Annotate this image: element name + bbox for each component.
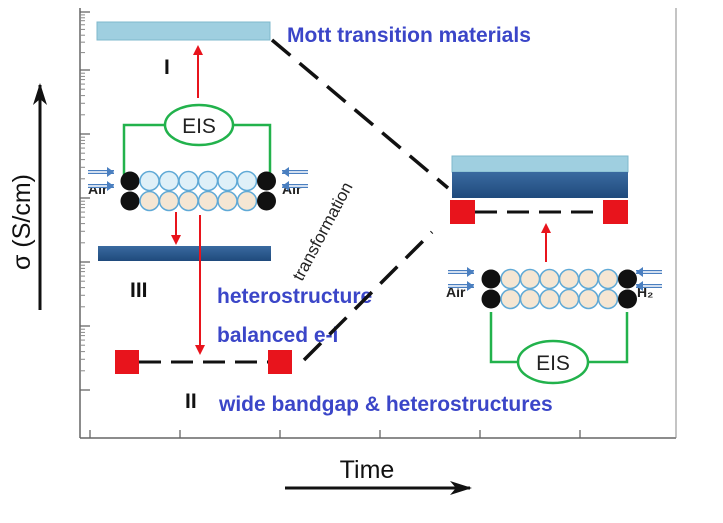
heterostructure-label: heterostructure (217, 285, 372, 308)
ion-circle (500, 268, 521, 290)
inflow-arrow-head (107, 181, 114, 191)
end-cap-right (257, 171, 276, 191)
ion-circle (597, 268, 619, 290)
left-cell-inflow-arrows-right (282, 167, 308, 191)
end-cap-left (120, 191, 140, 211)
x-axis-title: Time (340, 456, 395, 484)
plot-frame (79, 8, 677, 439)
y-axis-ticks (80, 11, 90, 391)
left-cell-inflow-arrows-left (88, 167, 114, 191)
ion-circle (158, 190, 180, 212)
left-eis-cell: EIS Air Air (88, 103, 308, 212)
right-cell-inflow-arrows-right (636, 267, 662, 291)
ion-circle (558, 268, 580, 290)
inflow-arrow-head (107, 167, 114, 177)
right-red-square (268, 350, 292, 374)
ion-circle (500, 288, 521, 310)
left-cell-gas-right: Air (282, 181, 302, 197)
right-electrolyte-layers (481, 268, 637, 310)
end-cap-right (618, 269, 637, 289)
inflow-arrow-head (636, 267, 643, 277)
right-light-bar (451, 155, 629, 173)
heterostructure-dark-bar (98, 246, 271, 261)
roman-numeral-2: II (185, 390, 197, 413)
inflow-arrow-head (282, 181, 289, 191)
ion-circle (578, 288, 599, 310)
inflow-arrow-head (636, 281, 643, 291)
ion-circle (178, 190, 199, 212)
end-cap-left (481, 269, 501, 289)
ion-circle (236, 170, 258, 192)
end-cap-left (120, 171, 140, 191)
balanced-label: balanced e-i (217, 324, 338, 347)
inflow-arrow-head (282, 167, 289, 177)
ion-circle (217, 190, 238, 212)
ion-circle (539, 268, 560, 290)
wide-bandgap-level (115, 350, 292, 374)
right-cell-inflow-arrows-left (448, 267, 474, 291)
ion-circle (539, 288, 560, 310)
inflow-arrow-head (467, 281, 474, 291)
ion-circle (197, 190, 219, 212)
ion-circle (519, 268, 541, 290)
roman-numeral-3: III (130, 279, 148, 302)
right-eis-label: EIS (536, 352, 570, 375)
left-eis-wire (122, 123, 165, 175)
ion-circle (519, 288, 541, 310)
ion-circle (217, 170, 238, 192)
left-cell-gas-left: Air (88, 181, 108, 197)
transformation-line-bottom (302, 230, 434, 362)
right-left-red-square (450, 200, 475, 224)
ion-circle (558, 288, 580, 310)
ion-circle (139, 170, 160, 192)
ion-circle (158, 170, 180, 192)
x-axis-ticks (89, 430, 581, 438)
ion-circle (236, 190, 258, 212)
ion-circle (197, 170, 219, 192)
end-cap-right (618, 289, 637, 309)
wide-bandgap-label: wide bandgap & heterostructures (218, 393, 553, 416)
left-electrolyte-layers (120, 170, 276, 212)
inflow-arrow-head (467, 267, 474, 277)
left-eis-label: EIS (182, 115, 216, 138)
ion-circle (578, 268, 599, 290)
roman-numeral-1: I (164, 56, 170, 79)
right-eis-cell: Air H₂ EIS (446, 267, 662, 385)
right-dark-bar (452, 172, 628, 198)
left-eis-oval (163, 103, 235, 147)
ion-circle (178, 170, 199, 192)
ion-circle (597, 288, 619, 310)
y-axis-title: σ (S/cm) (8, 174, 36, 270)
end-cap-left (481, 289, 501, 309)
mott-transition-label: Mott transition materials (287, 24, 531, 47)
right-eis-oval (516, 339, 590, 385)
mott-light-bar (96, 21, 271, 41)
right-right-red-square (603, 200, 628, 224)
transformation-line-top (270, 38, 450, 190)
left-red-square (115, 350, 139, 374)
end-cap-right (257, 191, 276, 211)
right-eis-wire (489, 312, 519, 364)
ion-circle (139, 190, 160, 212)
